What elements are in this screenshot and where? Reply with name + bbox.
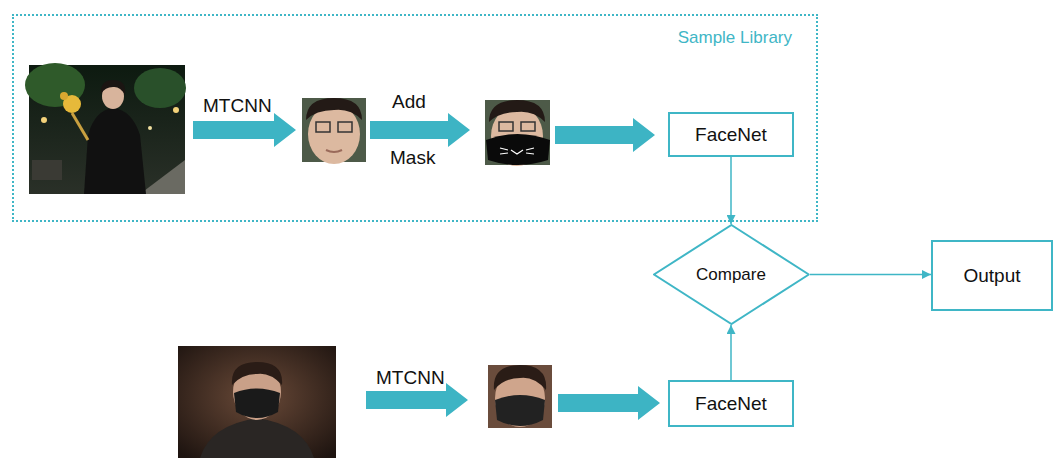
process-box: FaceNet xyxy=(668,380,794,427)
node-text: FaceNet xyxy=(695,393,767,415)
night-photo xyxy=(25,63,186,194)
person-body xyxy=(84,108,146,194)
connector-arrow xyxy=(730,157,732,224)
street-light xyxy=(41,117,47,123)
process-arrow xyxy=(555,118,655,152)
crop-ground xyxy=(485,100,550,165)
output-box: Output xyxy=(931,240,1053,311)
toy xyxy=(60,92,68,100)
connector-arrow xyxy=(730,325,732,380)
mask xyxy=(495,395,545,426)
hair xyxy=(489,100,545,122)
bicycles xyxy=(32,160,62,180)
pavement xyxy=(140,160,185,194)
region-title: Sample Library xyxy=(678,28,792,48)
decision-diamond: Compare xyxy=(653,224,810,325)
crop-ground xyxy=(488,365,552,428)
process-arrow xyxy=(193,113,296,147)
street-light xyxy=(148,126,152,130)
person-body xyxy=(200,418,314,458)
node-text: FaceNet xyxy=(695,124,767,146)
step-label: Mask xyxy=(390,148,435,167)
hair xyxy=(306,98,362,120)
mask-cat-face xyxy=(500,148,534,154)
tree xyxy=(134,68,186,108)
glasses xyxy=(338,122,352,132)
step-label: MTCNN xyxy=(376,368,445,387)
hair xyxy=(494,365,546,390)
sample-library-region: Sample LibraryFaceNet xyxy=(12,14,818,222)
process-arrow xyxy=(558,386,660,420)
face-crop xyxy=(302,98,366,164)
process-arrow xyxy=(366,383,468,417)
toy-stick xyxy=(72,113,88,140)
person-hair xyxy=(101,80,125,95)
step-label: Add xyxy=(392,92,426,111)
node-text: Compare xyxy=(696,265,766,285)
hair xyxy=(232,362,282,385)
mouth xyxy=(326,150,342,152)
mask xyxy=(234,389,280,419)
process-arrow xyxy=(370,113,470,147)
room-photo xyxy=(178,346,336,458)
connector-arrow xyxy=(809,274,931,276)
process-box: FaceNet xyxy=(668,112,794,157)
glasses xyxy=(499,122,513,131)
diamond-outline xyxy=(654,225,809,324)
mask xyxy=(486,134,550,165)
masked-face xyxy=(485,100,550,166)
street-light xyxy=(173,107,179,113)
glasses xyxy=(316,122,330,132)
node-text: Output xyxy=(963,265,1020,287)
masked-face-crop xyxy=(488,365,552,428)
glasses xyxy=(521,122,535,131)
step-label: MTCNN xyxy=(203,96,272,115)
photo-ground xyxy=(178,346,336,458)
